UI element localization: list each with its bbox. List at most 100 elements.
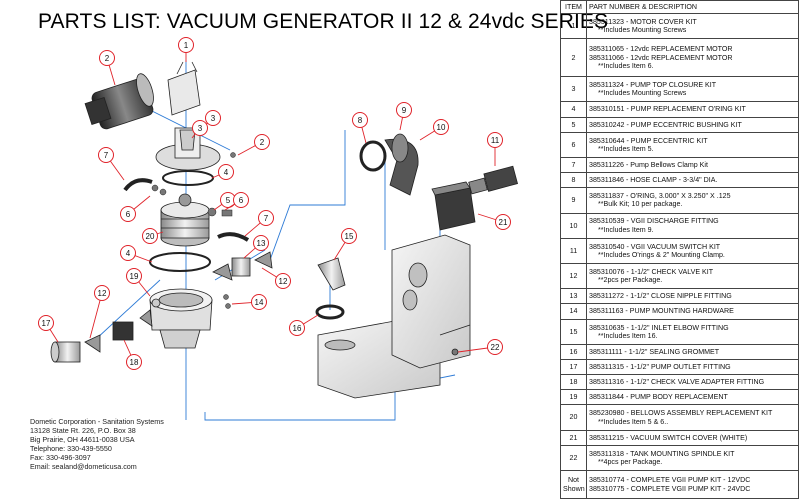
part-description: 385310151 - PUMP REPLACEMENT O'RING KIT [586, 101, 799, 118]
item-number: 1 [560, 12, 587, 40]
callout-label: 20 [146, 232, 155, 241]
bellows-assembly-part [160, 193, 210, 247]
inlet-elbow-part [315, 257, 346, 320]
contact-line: Dometic Corporation - Sanitation Systems [30, 417, 164, 426]
outlet-fittings-left [50, 309, 153, 363]
part-description: 385311318 - TANK MOUNTING SPINDLE KIT**4… [586, 444, 799, 472]
part-description: 385310635 - 1-1/2" INLET ELBOW FITTING**… [586, 318, 799, 345]
part-description: 385310076 - 1-1/2" CHECK VALVE KIT**2pcs… [586, 263, 799, 290]
item-number: 16 [560, 343, 587, 360]
pump-top-closure-part [155, 127, 221, 171]
description-line: 385310775 - COMPLETE VGII PUMP KIT - 24V… [589, 484, 751, 493]
part-description: 385310539 - VGII DISCHARGE FITTING**Incl… [586, 212, 799, 239]
contact-line: Fax: 330-496-3097 [30, 452, 91, 462]
callout-circle [205, 110, 221, 126]
description-line: 385311215 - VACUUM SWITCH COVER (WHITE) [589, 433, 748, 442]
part-description: 385311315 - 1-1/2" PUMP OUTLET FITTING [586, 358, 799, 376]
contact-line: 13128 State Rt. 226, P.O. Box 38 [30, 425, 136, 435]
description-line: **Includes Item 5. [598, 144, 654, 153]
description-line: 385311846 - HOSE CLAMP - 3-3/4" DIA. [589, 176, 718, 185]
callout-circle [233, 192, 249, 208]
item-number: 11 [560, 237, 587, 265]
description-line: **4pcs per Package. [598, 457, 663, 466]
callout-label: 5 [226, 196, 231, 205]
description-line: 385310644 - PUMP ECCENTRIC KIT [589, 136, 708, 145]
contact-block: Dometic Corporation - Sanitation Systems… [30, 417, 250, 471]
callout-label: 22 [491, 343, 500, 352]
callout-2: 2 [237, 134, 270, 156]
callout-circle [253, 235, 269, 251]
callout-circle [341, 228, 357, 244]
item-number: 18 [560, 374, 587, 391]
callout-21: 21 [477, 213, 511, 230]
callout-1: 1 [178, 37, 194, 62]
item-number: 10 [560, 212, 587, 239]
item-number: 2 [560, 38, 587, 78]
callout-circle [98, 147, 114, 163]
callout-label: 6 [126, 210, 131, 219]
part-description: 385311844 - PUMP BODY REPLACEMENT [586, 389, 799, 406]
callout-8: 8 [352, 112, 368, 144]
discharge-fitting-part [359, 133, 419, 196]
part-description: 385311215 - VACUUM SWITCH COVER (WHITE) [586, 429, 799, 446]
callout-circle [275, 273, 291, 289]
item-number: 9 [560, 187, 587, 214]
item-column-header: ITEM [560, 0, 587, 14]
callout-3: 3 [191, 120, 208, 139]
callouts: 1223344566778910111212131415161718192021… [38, 37, 511, 370]
o-ring-upper [162, 170, 214, 186]
item-number: Not Shown [560, 470, 587, 499]
callout-7: 7 [244, 210, 274, 237]
description-line: 385311272 - 1-1/2" CLOSE NIPPLE FITTING [589, 292, 732, 301]
bellows-clamp-right [217, 232, 250, 242]
callout-circle [218, 164, 234, 180]
callout-label: 12 [98, 289, 107, 298]
o-ring-lower [149, 252, 211, 272]
part-description: 385311272 - 1-1/2" CLOSE NIPPLE FITTING [586, 288, 799, 305]
part-description: 385311163 - PUMP MOUNTING HARDWARE [586, 303, 799, 320]
callout-label: 11 [491, 136, 500, 145]
callout-label: 14 [255, 298, 264, 307]
part-description: 385311323 - MOTOR COVER KIT**Includes Mo… [586, 12, 799, 40]
item-number: 7 [560, 156, 587, 174]
part-description: 385311226 - Pump Bellows Clamp Kit [586, 156, 799, 174]
page-title: PARTS LIST: VACUUM GENERATOR II 12 & 24v… [38, 10, 609, 33]
description-line: **Includes Item 16. [598, 331, 658, 340]
check-valve-right [212, 251, 273, 281]
part-description: 385311837 - O'RING, 3.000" X 3.250" X .1… [586, 187, 799, 214]
description-line: **Includes Mounting Screws [598, 89, 687, 98]
part-description: 385311111 - 1-1/2" SEALING GROMMET [586, 343, 799, 360]
callout-label: 12 [279, 277, 288, 286]
callout-9: 9 [396, 102, 412, 131]
screws [151, 152, 236, 309]
callout-label: 2 [105, 54, 110, 63]
description-line: 385310540 - VGII VACUUM SWITCH KIT [589, 242, 721, 251]
callout-label: 8 [358, 116, 363, 125]
callout-22: 22 [457, 339, 503, 355]
item-number: 17 [560, 358, 587, 376]
callout-16: 16 [289, 314, 319, 336]
description-line: 385310242 - PUMP ECCENTRIC BUSHING KIT [589, 120, 742, 129]
item-number: 8 [560, 172, 587, 189]
callout-19: 19 [126, 268, 151, 297]
part-description: 385230980 - BELLOWS ASSEMBLY REPLACEMENT… [586, 404, 799, 431]
item-number: 15 [560, 318, 587, 345]
callout-label: 18 [130, 358, 139, 367]
callout-circle [487, 339, 503, 355]
callout-circle [120, 206, 136, 222]
description-line: 385230980 - BELLOWS ASSEMBLY REPLACEMENT… [589, 409, 773, 418]
callout-label: 13 [257, 239, 266, 248]
description-column-header: PART NUMBER & DESCRIPTION [586, 0, 799, 14]
callout-label: 19 [130, 272, 139, 281]
description-line: 385310151 - PUMP REPLACEMENT O'RING KIT [589, 105, 746, 114]
callout-label: 2 [260, 138, 265, 147]
